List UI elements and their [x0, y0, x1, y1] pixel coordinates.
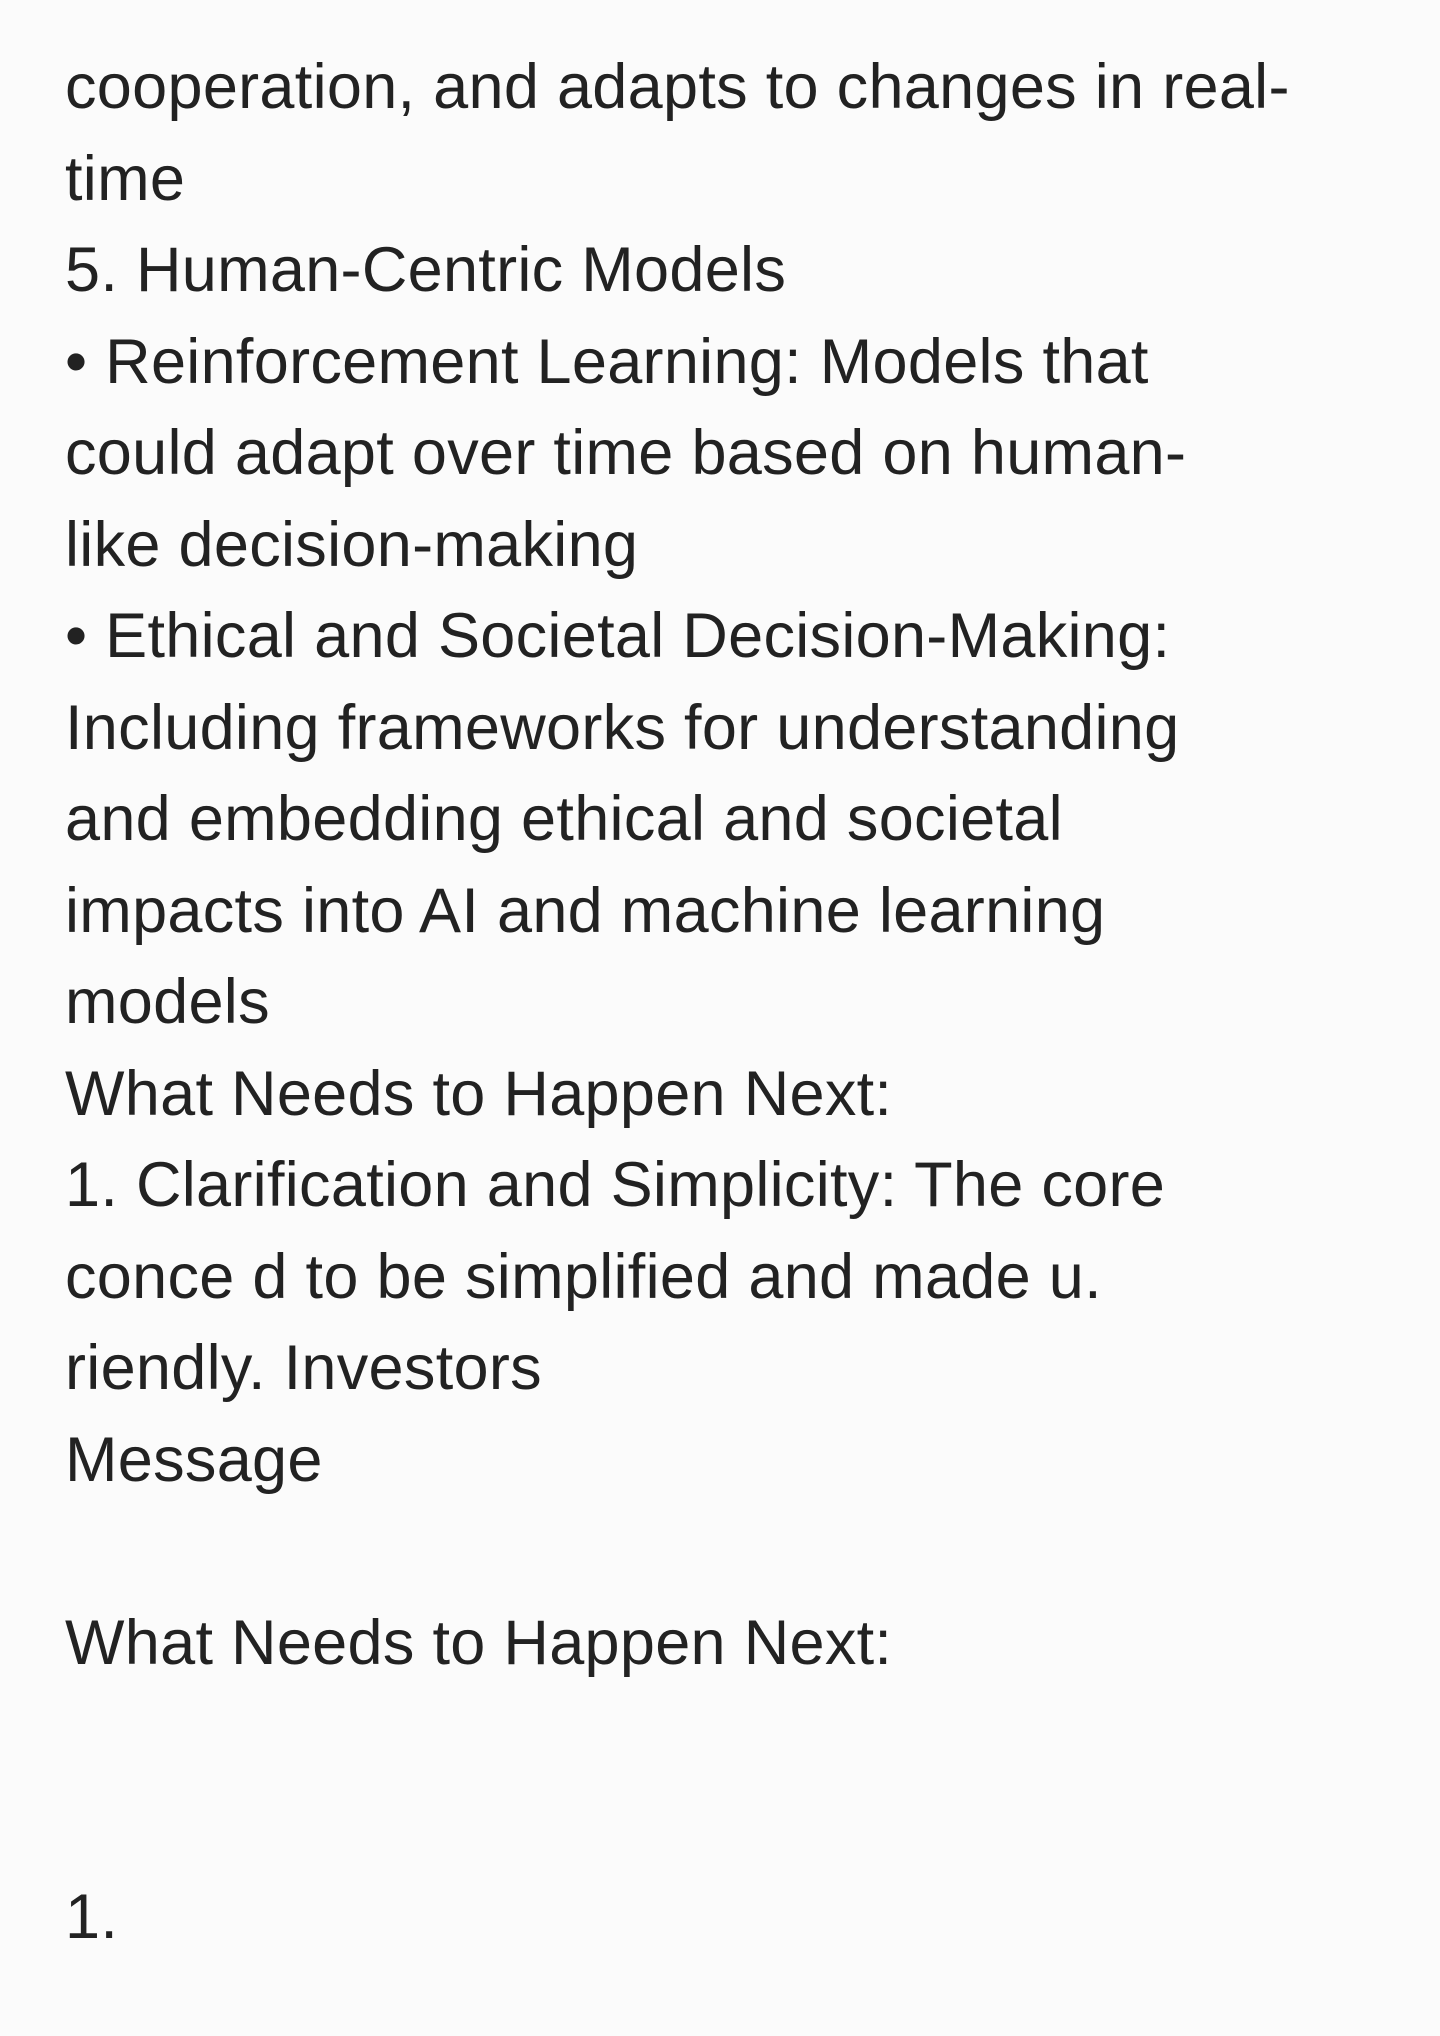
note-text-area[interactable]: cooperation, and adapts to changes in re…	[65, 42, 1405, 1964]
text-line: conce d to be simplified and made u.	[65, 1241, 1102, 1312]
blank-line	[65, 1781, 1405, 1873]
list-item: 1. Clarification and Simplicity: The cor…	[65, 1150, 1166, 1220]
blank-line	[65, 1506, 1405, 1598]
text-line: like decision-making	[65, 509, 639, 580]
text-line: riendly. Investors	[65, 1333, 542, 1403]
text-line: could adapt over time based on human-	[65, 418, 1187, 488]
section-heading: 5. Human-Centric Models	[65, 235, 787, 305]
bullet-item: • Ethical and Societal Decision-Making:	[65, 601, 1171, 671]
text-line: cooperation, and adapts to changes in re…	[65, 52, 1290, 122]
text-line: Message	[65, 1424, 323, 1495]
text-line: time	[65, 143, 186, 214]
text-line: models	[65, 967, 270, 1037]
text-line: impacts into AI and machine learning	[65, 875, 1106, 946]
list-item: 1.	[65, 1882, 119, 1952]
text-line: and embedding ethical and societal	[65, 784, 1063, 854]
section-heading: What Needs to Happen Next:	[65, 1607, 893, 1678]
blank-line	[65, 1689, 1405, 1781]
text-line: Including frameworks for understanding	[65, 692, 1180, 763]
bullet-item: • Reinforcement Learning: Models that	[65, 326, 1149, 397]
section-heading: What Needs to Happen Next:	[65, 1058, 893, 1129]
